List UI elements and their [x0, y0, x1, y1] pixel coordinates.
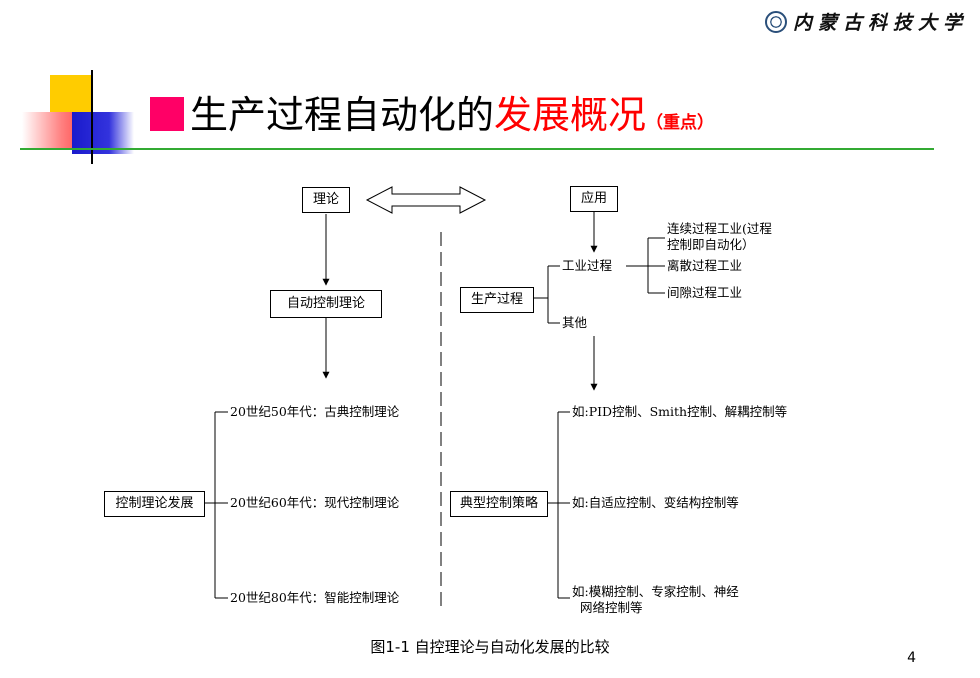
decor-yellow-block: [50, 75, 92, 117]
label-industrial-process: 工业过程: [562, 258, 613, 273]
label-discrete: 离散过程工业: [667, 258, 743, 273]
node-typical-strategy: 典型控制策略: [450, 491, 548, 517]
double-arrow-icon: [365, 186, 487, 214]
label-era-50s: 20世纪50年代：古典控制理论: [230, 404, 400, 419]
university-seal-icon: [764, 10, 787, 33]
university-name: 内蒙古科技大学: [792, 12, 968, 34]
label-era-60s: 20世纪60年代：现代控制理论: [230, 495, 400, 510]
label-batch: 间隙过程工业: [667, 285, 743, 300]
figure-caption: 图1-1 自控理论与自动化发展的比较: [370, 638, 610, 656]
title-bullet-icon: [150, 97, 184, 131]
university-logo: 内蒙古科技大学: [764, 8, 968, 35]
title-highlight: 发展概况: [494, 93, 647, 137]
label-strategy-2: 如:自适应控制、变结构控制等: [572, 495, 739, 510]
label-other: 其他: [562, 315, 588, 330]
label-continuous-2: 控制即自动化）: [667, 237, 755, 252]
node-production-process: 生产过程: [460, 287, 534, 313]
label-strategy-1: 如:PID控制、Smith控制、解耦控制等: [572, 404, 788, 419]
title-note: （重点）: [646, 113, 715, 133]
decor-vertical-rule: [91, 70, 93, 164]
slide-title: 生产过程自动化的发展概况（重点）: [150, 92, 714, 146]
title-underline: [20, 148, 934, 150]
node-application: 应用: [570, 186, 618, 212]
label-continuous-1: 连续过程工业(过程: [667, 221, 772, 236]
label-strategy-3-line2: 网络控制等: [580, 600, 643, 615]
node-theory-development: 控制理论发展: [104, 491, 205, 517]
label-era-80s: 20世纪80年代：智能控制理论: [230, 590, 400, 605]
page-number: 4: [907, 650, 916, 666]
node-theory: 理论: [302, 187, 350, 213]
label-strategy-3-line1: 如:模糊控制、专家控制、神经: [572, 584, 739, 599]
title-main: 生产过程自动化的: [190, 93, 495, 137]
decor-blue-block: [72, 112, 134, 154]
node-auto-control-theory: 自动控制理论: [270, 290, 382, 318]
